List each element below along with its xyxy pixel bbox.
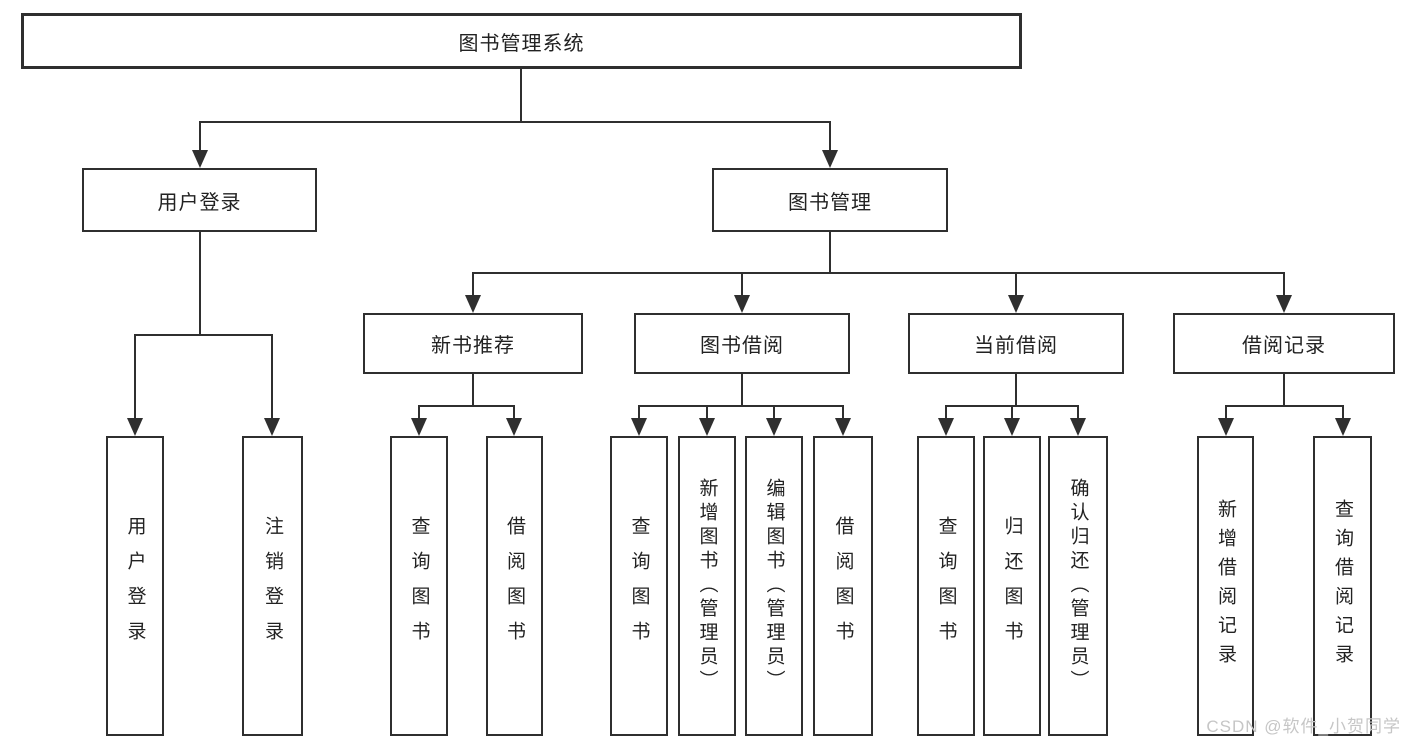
- connector-line: [520, 69, 522, 122]
- node-user-login: 用户登录: [82, 168, 317, 232]
- node-new-book-recommend-label: 新书推荐: [431, 335, 515, 357]
- node-root-label: 图书管理系统: [458, 32, 585, 55]
- connector-line: [741, 272, 743, 295]
- leaf-logout: 注销登录: [242, 436, 303, 736]
- leaf-return-books-label: 归还图书: [1001, 516, 1023, 656]
- connector-arrowhead: [127, 418, 143, 436]
- node-borrow-records: 借阅记录: [1173, 313, 1395, 374]
- connector-line: [1015, 374, 1017, 406]
- leaf-current-query-books-label: 查询图书: [935, 516, 957, 656]
- connector-arrowhead: [699, 418, 715, 436]
- connector-arrowhead: [734, 295, 750, 313]
- connector-line: [638, 405, 844, 407]
- node-borrow-records-label: 借阅记录: [1242, 335, 1326, 357]
- leaf-return-books: 归还图书: [983, 436, 1041, 736]
- connector-line: [134, 334, 136, 418]
- connector-line: [199, 232, 201, 335]
- leaf-borrow-books: 借阅图书: [813, 436, 873, 736]
- connector-line: [1225, 405, 1227, 418]
- connector-line: [472, 272, 474, 295]
- node-user-login-label: 用户登录: [157, 191, 242, 214]
- leaf-borrow-query-books-label: 查询图书: [628, 516, 650, 656]
- leaf-add-borrow-record: 新增借阅记录: [1197, 436, 1254, 736]
- connector-arrowhead: [822, 150, 838, 168]
- connector-line: [829, 121, 831, 150]
- connector-line: [1015, 272, 1017, 295]
- connector-line: [134, 334, 273, 336]
- connector-line: [706, 405, 708, 418]
- leaf-query-borrow-record-label: 查询借阅记录: [1332, 499, 1353, 673]
- connector-arrowhead: [1008, 295, 1024, 313]
- connector-line: [773, 405, 775, 418]
- connector-line: [513, 405, 515, 418]
- connector-arrowhead: [264, 418, 280, 436]
- connector-line: [638, 405, 640, 418]
- connector-arrowhead: [938, 418, 954, 436]
- leaf-query-borrow-record: 查询借阅记录: [1313, 436, 1372, 736]
- connector-arrowhead: [766, 418, 782, 436]
- leaf-borrow-query-books: 查询图书: [610, 436, 668, 736]
- leaf-user-login: 用户登录: [106, 436, 164, 736]
- leaf-confirm-return-admin-label: 确认归还（管理员）: [1067, 478, 1089, 694]
- csdn-watermark: CSDN @软件_小贺同学: [1206, 717, 1401, 736]
- connector-line: [1283, 272, 1285, 295]
- leaf-edit-books-admin: 编辑图书（管理员）: [745, 436, 803, 736]
- node-book-management-label: 图书管理: [788, 191, 872, 214]
- connector-arrowhead: [465, 295, 481, 313]
- connector-arrowhead: [1276, 295, 1292, 313]
- node-book-borrow: 图书借阅: [634, 313, 850, 374]
- connector-line: [418, 405, 420, 418]
- leaf-recommend-query-books: 查询图书: [390, 436, 448, 736]
- leaf-recommend-borrow-books: 借阅图书: [486, 436, 543, 736]
- connector-arrowhead: [192, 150, 208, 168]
- connector-line: [741, 374, 743, 406]
- connector-line: [199, 121, 831, 123]
- leaf-confirm-return-admin: 确认归还（管理员）: [1048, 436, 1108, 736]
- node-root: 图书管理系统: [21, 13, 1022, 69]
- connector-line: [945, 405, 947, 418]
- node-new-book-recommend: 新书推荐: [363, 313, 583, 374]
- leaf-add-books-admin: 新增图书（管理员）: [678, 436, 736, 736]
- leaf-current-query-books: 查询图书: [917, 436, 975, 736]
- connector-line: [842, 405, 844, 418]
- leaf-add-books-admin-label: 新增图书（管理员）: [696, 478, 718, 694]
- connector-arrowhead: [1335, 418, 1351, 436]
- connector-line: [1077, 405, 1079, 418]
- connector-arrowhead: [1070, 418, 1086, 436]
- connector-line: [199, 121, 201, 150]
- node-book-management: 图书管理: [712, 168, 948, 232]
- connector-line: [472, 374, 474, 406]
- connector-arrowhead: [835, 418, 851, 436]
- leaf-recommend-borrow-books-label: 借阅图书: [504, 516, 525, 656]
- leaf-edit-books-admin-label: 编辑图书（管理员）: [763, 478, 785, 694]
- leaf-borrow-books-label: 借阅图书: [832, 516, 854, 656]
- leaf-add-borrow-record-label: 新增借阅记录: [1215, 499, 1236, 673]
- leaf-recommend-query-books-label: 查询图书: [408, 516, 430, 656]
- leaf-logout-label: 注销登录: [262, 516, 283, 656]
- node-current-borrow: 当前借阅: [908, 313, 1124, 374]
- connector-arrowhead: [631, 418, 647, 436]
- node-current-borrow-label: 当前借阅: [974, 335, 1058, 357]
- connector-line: [1342, 405, 1344, 418]
- connector-line: [472, 272, 1285, 274]
- connector-arrowhead: [1004, 418, 1020, 436]
- connector-arrowhead: [1218, 418, 1234, 436]
- leaf-user-login-label: 用户登录: [124, 516, 146, 656]
- connector-line: [1283, 374, 1285, 406]
- connector-line: [1225, 405, 1344, 407]
- connector-line: [1011, 405, 1013, 418]
- node-book-borrow-label: 图书借阅: [700, 335, 784, 357]
- connector-line: [829, 232, 831, 273]
- connector-line: [271, 334, 273, 418]
- connector-arrowhead: [506, 418, 522, 436]
- connector-arrowhead: [411, 418, 427, 436]
- connector-line: [418, 405, 515, 407]
